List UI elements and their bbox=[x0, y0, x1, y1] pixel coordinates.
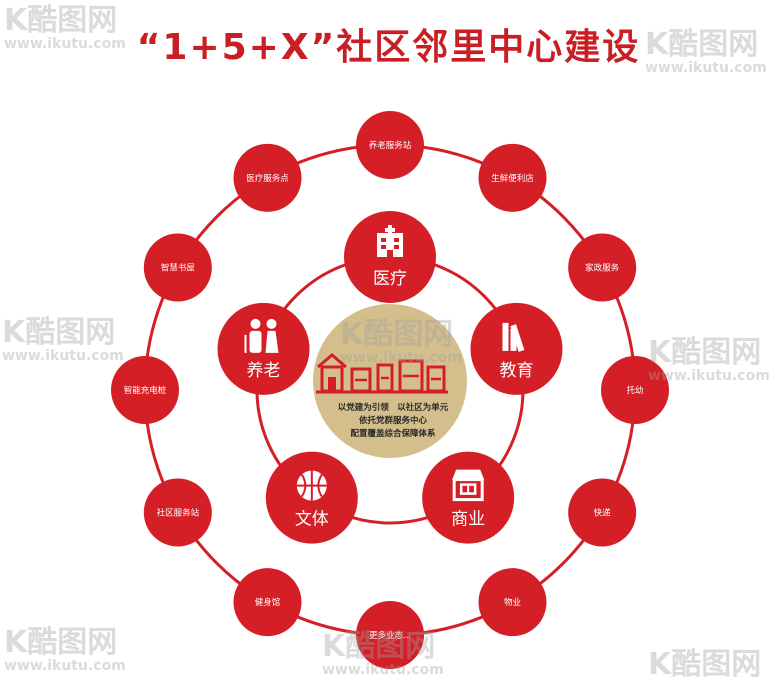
outer-node-label: 智慧书屋 bbox=[161, 263, 196, 274]
outer-node: 生鲜便利店 bbox=[478, 143, 547, 212]
books-icon bbox=[502, 322, 525, 352]
basketball-icon bbox=[296, 470, 327, 501]
outer-node-circle bbox=[601, 356, 669, 424]
inner-node-label: 医疗 bbox=[373, 269, 407, 289]
outer-node: 养老服务站 bbox=[356, 111, 424, 179]
outer-node-circle bbox=[478, 568, 547, 637]
outer-node: 家政服务 bbox=[568, 233, 637, 302]
outer-node-label: 家政服务 bbox=[585, 263, 620, 274]
outer-node-label: 智能充电桩 bbox=[124, 385, 167, 396]
outer-node: 快递 bbox=[568, 478, 637, 547]
shop-icon bbox=[452, 469, 485, 502]
outer-node-circle bbox=[568, 233, 637, 302]
outer-node-circle bbox=[356, 601, 424, 669]
outer-node-label: 医疗服务点 bbox=[246, 173, 289, 184]
outer-node-circle bbox=[568, 478, 637, 547]
outer-node-label: 物业 bbox=[504, 597, 521, 608]
outer-node-label: 快递 bbox=[594, 508, 612, 519]
center-disc bbox=[313, 304, 467, 458]
inner-node-label: 商业 bbox=[451, 510, 485, 530]
outer-node-label: 社区服务站 bbox=[157, 508, 200, 519]
outer-node-circle bbox=[143, 233, 212, 302]
outer-node: 托幼 bbox=[601, 356, 669, 424]
inner-node: 医疗 bbox=[344, 211, 436, 303]
inner-node: 文体 bbox=[265, 451, 358, 544]
inner-node-circle bbox=[470, 302, 563, 395]
outer-node-label: 更多业态... bbox=[369, 630, 411, 641]
elderly-couple-icon bbox=[244, 318, 279, 353]
outer-node-circle bbox=[356, 111, 424, 179]
outer-node: 健身馆 bbox=[233, 568, 302, 637]
page-title: “1+5+X”社区邻里中心建设 bbox=[136, 27, 641, 68]
inner-node-label: 文体 bbox=[295, 510, 329, 530]
center-description: 以党建为引领 以社区为单元 依托党群服务中心 配置覆盖综合保障体系 bbox=[318, 402, 468, 441]
outer-node-label: 生鲜便利店 bbox=[491, 173, 534, 184]
inner-node: 教育 bbox=[470, 302, 563, 395]
outer-node: 更多业态... bbox=[356, 601, 424, 669]
outer-node-circle bbox=[143, 478, 212, 547]
outer-node: 社区服务站 bbox=[143, 478, 212, 547]
inner-node-label: 教育 bbox=[499, 361, 533, 381]
outer-node-circle bbox=[233, 568, 302, 637]
center-line: 以党建为引领 以社区为单元 bbox=[337, 403, 449, 413]
outer-node-circle bbox=[478, 143, 547, 212]
inner-node: 养老 bbox=[217, 302, 310, 395]
center-logo-icon bbox=[316, 353, 448, 394]
outer-node-circle bbox=[233, 143, 302, 212]
outer-node-label: 托幼 bbox=[626, 385, 643, 396]
inner-node-circle bbox=[422, 451, 515, 544]
center-line: 配置覆盖综合保障体系 bbox=[350, 429, 436, 439]
inner-node-circle bbox=[217, 302, 310, 395]
outer-node: 智能充电桩 bbox=[111, 356, 179, 424]
outer-node-circle bbox=[111, 356, 179, 424]
outer-node: 医疗服务点 bbox=[233, 143, 302, 212]
hospital-icon bbox=[377, 225, 403, 257]
outer-node-label: 健身馆 bbox=[255, 597, 281, 608]
inner-node-label: 养老 bbox=[247, 361, 281, 381]
inner-node: 商业 bbox=[422, 451, 515, 544]
outer-node-label: 养老服务站 bbox=[369, 140, 412, 151]
center-line: 依托党群服务中心 bbox=[358, 416, 427, 426]
outer-node: 智慧书屋 bbox=[143, 233, 212, 302]
outer-node: 物业 bbox=[478, 568, 547, 637]
